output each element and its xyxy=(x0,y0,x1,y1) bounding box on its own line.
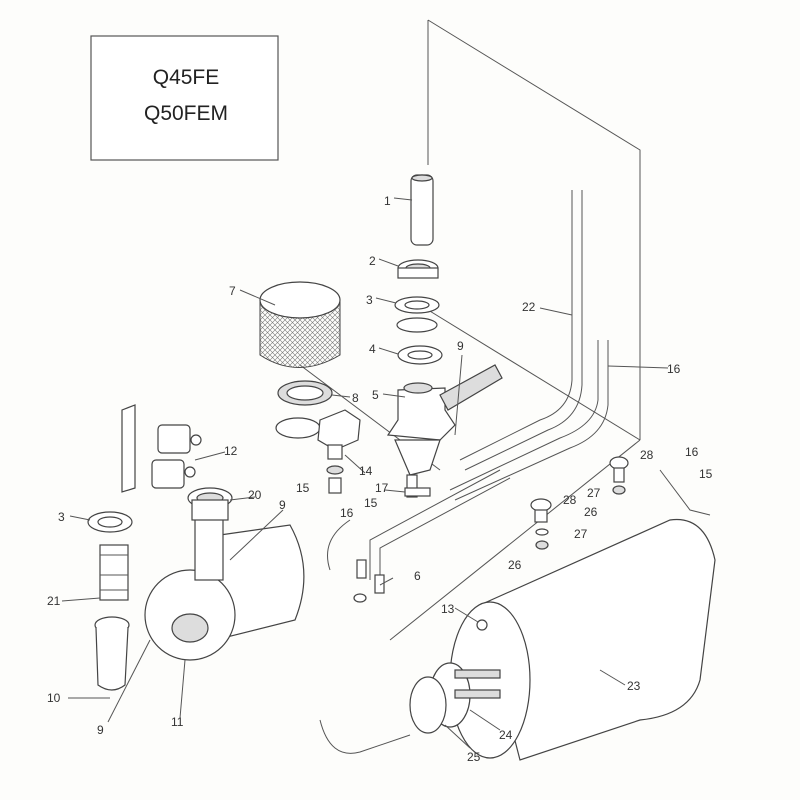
part-label: 11 xyxy=(171,715,184,729)
part-23-boiler-tank xyxy=(449,518,716,761)
part-11-pump xyxy=(144,487,305,661)
model-name-1: Q45FE xyxy=(153,66,220,89)
part-label: 3 xyxy=(58,510,65,524)
part-label: 8 xyxy=(352,391,359,405)
part-21-connector xyxy=(99,544,129,601)
part-4-gasket xyxy=(397,345,443,365)
part-1-tube xyxy=(410,174,434,246)
part-14-valve xyxy=(317,409,361,494)
part-label: 10 xyxy=(47,691,61,705)
part-8-lid xyxy=(275,380,333,439)
part-label: 9 xyxy=(279,498,286,512)
part-label: 28 xyxy=(640,448,654,462)
part-label: 16 xyxy=(685,445,699,459)
part-label: 5 xyxy=(372,388,379,402)
part-label: 24 xyxy=(499,728,513,742)
part-label: 26 xyxy=(584,505,598,519)
part-label: 27 xyxy=(574,527,588,541)
part-label: 14 xyxy=(359,464,373,478)
part-label: 27 xyxy=(587,486,601,500)
part-label: 13 xyxy=(441,602,455,616)
part-label: 1 xyxy=(384,194,391,208)
part-5-housing xyxy=(386,364,503,498)
part-label: 9 xyxy=(457,339,464,353)
part-label: 21 xyxy=(47,594,61,608)
part-6-fittings xyxy=(353,559,385,603)
part-label: 26 xyxy=(508,558,522,572)
leader-lines xyxy=(61,197,669,749)
part-label: 28 xyxy=(563,493,577,507)
part-label: 7 xyxy=(229,284,236,298)
part-label: 22 xyxy=(522,300,536,314)
part-3-gasket xyxy=(394,296,440,333)
pipes xyxy=(327,190,711,580)
part-28-caps xyxy=(530,456,629,550)
part-label: 15 xyxy=(699,467,713,481)
part-label: 23 xyxy=(627,679,641,693)
part-label: 20 xyxy=(248,488,262,502)
part-3-gasket-left xyxy=(87,511,133,533)
part-labels: 1 2 3 4 5 6 7 8 9 9 9 3 10 11 12 14 15 1… xyxy=(47,194,713,764)
part-label: 15 xyxy=(296,481,310,495)
part-label: 3 xyxy=(366,293,373,307)
part-2-ring xyxy=(397,259,439,279)
model-title-box: Q45FE Q50FEM xyxy=(90,35,279,161)
part-7-filter-basket xyxy=(259,281,341,368)
part-label: 16 xyxy=(340,506,354,520)
part-label: 25 xyxy=(467,750,481,764)
part-label: 12 xyxy=(224,444,238,458)
part-label: 2 xyxy=(369,254,376,268)
part-12-solenoids xyxy=(121,404,202,493)
part-label: 17 xyxy=(375,481,389,495)
part-label: 9 xyxy=(97,723,104,737)
frame-outline xyxy=(299,19,641,641)
part-10-elbow xyxy=(94,616,130,691)
part-label: 16 xyxy=(667,362,681,376)
part-24-25-heating-element xyxy=(319,662,501,754)
part-label: 6 xyxy=(414,569,421,583)
model-name-2: Q50FEM xyxy=(144,102,228,125)
part-label: 4 xyxy=(369,342,376,356)
part-label: 15 xyxy=(364,496,378,510)
